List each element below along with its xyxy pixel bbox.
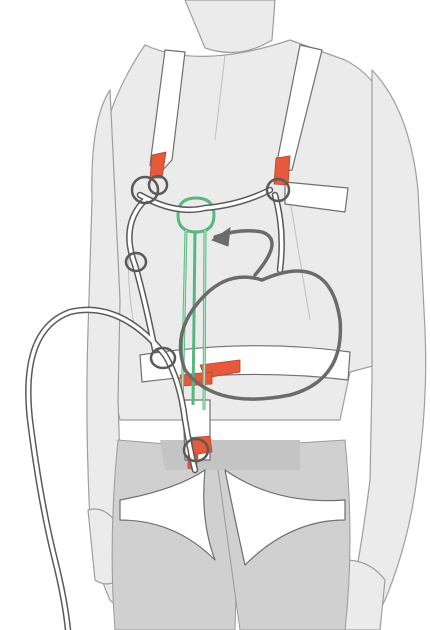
legs	[112, 440, 350, 630]
crotch-shadow	[160, 440, 300, 470]
neck	[185, 0, 275, 53]
